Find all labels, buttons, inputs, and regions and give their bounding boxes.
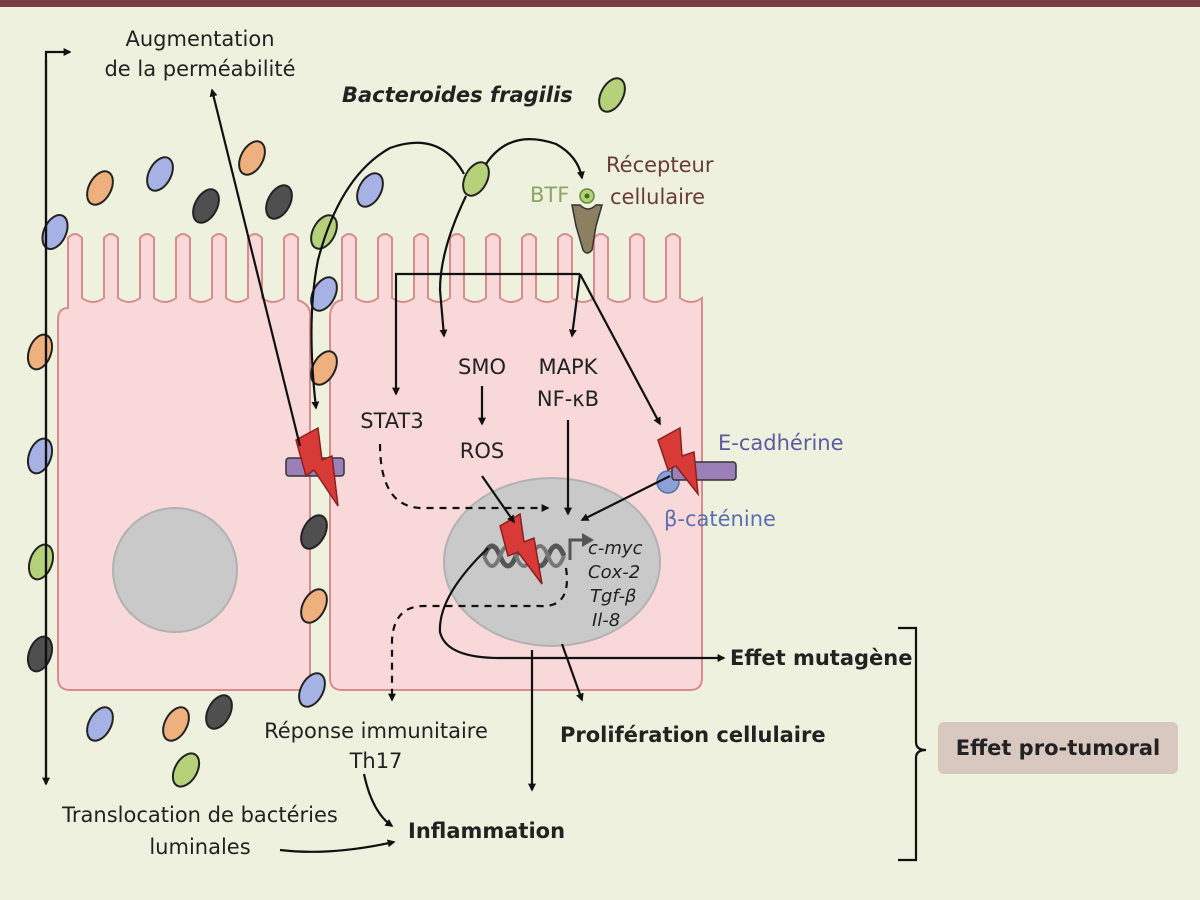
gene-cmyc: c-myc — [588, 538, 643, 559]
gene-il8: Il-8 — [592, 610, 620, 631]
reponse-label-2: Th17 — [349, 749, 403, 773]
receptor-shape — [571, 204, 603, 254]
pro-tumoral-box — [938, 722, 1178, 774]
arrow-ros-lightning — [481, 475, 515, 524]
permeability-label-2: de la perméabilité — [104, 57, 295, 81]
lightning-icon — [657, 426, 699, 497]
bacteria-gray — [26, 635, 54, 673]
arrow-to-smo — [438, 195, 467, 338]
proliferation-label: Prolifération cellulaire — [560, 723, 826, 747]
arrow-th17-inflammation — [362, 773, 394, 827]
bacteria-orange — [238, 140, 266, 176]
bacteria-blue — [146, 156, 174, 192]
bacteria-green — [310, 214, 338, 250]
receptor-label-1: Récepteur — [606, 153, 714, 177]
arrow-proliferation — [560, 643, 584, 702]
bacteria-gray — [192, 188, 220, 224]
btf-label: BTF — [530, 183, 569, 207]
bacteria-orange — [300, 588, 328, 624]
arrow-stat3-dashed — [378, 443, 550, 512]
arrow-effet-mutagene — [438, 547, 726, 662]
effet-mutagene-label: Effet mutagène — [730, 646, 912, 670]
inflammation-label: Inflammation — [408, 819, 565, 843]
bacteria-gray — [300, 514, 328, 550]
ecadherin-label: E-cadhérine — [718, 431, 844, 455]
nfkb-label: NF-κB — [537, 387, 599, 411]
bacteria-blue — [26, 437, 54, 475]
receptor-label-2: cellulaire — [610, 185, 705, 209]
arrow-reponse-dashed — [388, 567, 569, 702]
arrow-ecadherin-genes — [580, 475, 671, 521]
top-border — [0, 0, 1200, 7]
translocation-label-2: luminales — [149, 835, 250, 859]
ros-label: ROS — [460, 439, 504, 463]
permeability-label-1: Augmentation — [125, 27, 274, 51]
arrow-to-ecadherin — [579, 273, 661, 426]
arrow-bacteria-path — [310, 141, 465, 410]
left-nucleus — [112, 507, 238, 633]
arrow-to-mapk — [568, 273, 582, 338]
bacteria — [26, 77, 626, 788]
arrow-to-stat3 — [392, 272, 580, 396]
pro-tumoral-label: Effet pro-tumoral — [956, 736, 1161, 760]
dna-helix-2 — [482, 544, 566, 568]
bacteria-green — [171, 752, 201, 788]
arrow-to-receptor — [485, 137, 585, 180]
bacteria-blue — [86, 706, 114, 742]
arrow-to-permeability — [209, 88, 302, 447]
dashed-arrows — [378, 443, 569, 702]
smo-label: SMO — [458, 355, 506, 379]
transcription-arrowhead — [582, 533, 594, 547]
translocation-label-1: Translocation de bactéries — [61, 803, 338, 827]
bacteria-gray — [205, 694, 233, 730]
bacteria-green — [598, 77, 626, 113]
bcatenin-label: β-caténine — [664, 507, 776, 531]
lightning-icon — [295, 426, 339, 507]
bacteria-blue — [356, 172, 384, 208]
bacteria-orange — [86, 170, 114, 206]
bacteria-orange — [26, 333, 54, 371]
bacteria-orange — [162, 706, 190, 742]
btf-toxin-core — [584, 193, 590, 199]
bacteria-orange — [310, 350, 338, 386]
bacteria-blue — [298, 672, 326, 708]
bacteria-green — [462, 161, 490, 197]
transcription-arrow — [568, 538, 582, 560]
bacteria-gray — [265, 184, 293, 220]
bacteria-green — [27, 543, 55, 581]
bracket — [898, 626, 927, 862]
gene-tgfb: Tgf-β — [590, 586, 636, 607]
reponse-label-1: Réponse immunitaire — [264, 719, 488, 743]
mapk-label: MAPK — [539, 355, 599, 379]
lightning-icon — [499, 512, 543, 585]
arrow-translocation-inflammation — [279, 839, 396, 853]
stat3-label: STAT3 — [360, 409, 423, 433]
bf-title: Bacteroides fragilis — [342, 83, 573, 107]
gene-cox2: Cox-2 — [588, 562, 640, 583]
arrows — [42, 48, 726, 853]
